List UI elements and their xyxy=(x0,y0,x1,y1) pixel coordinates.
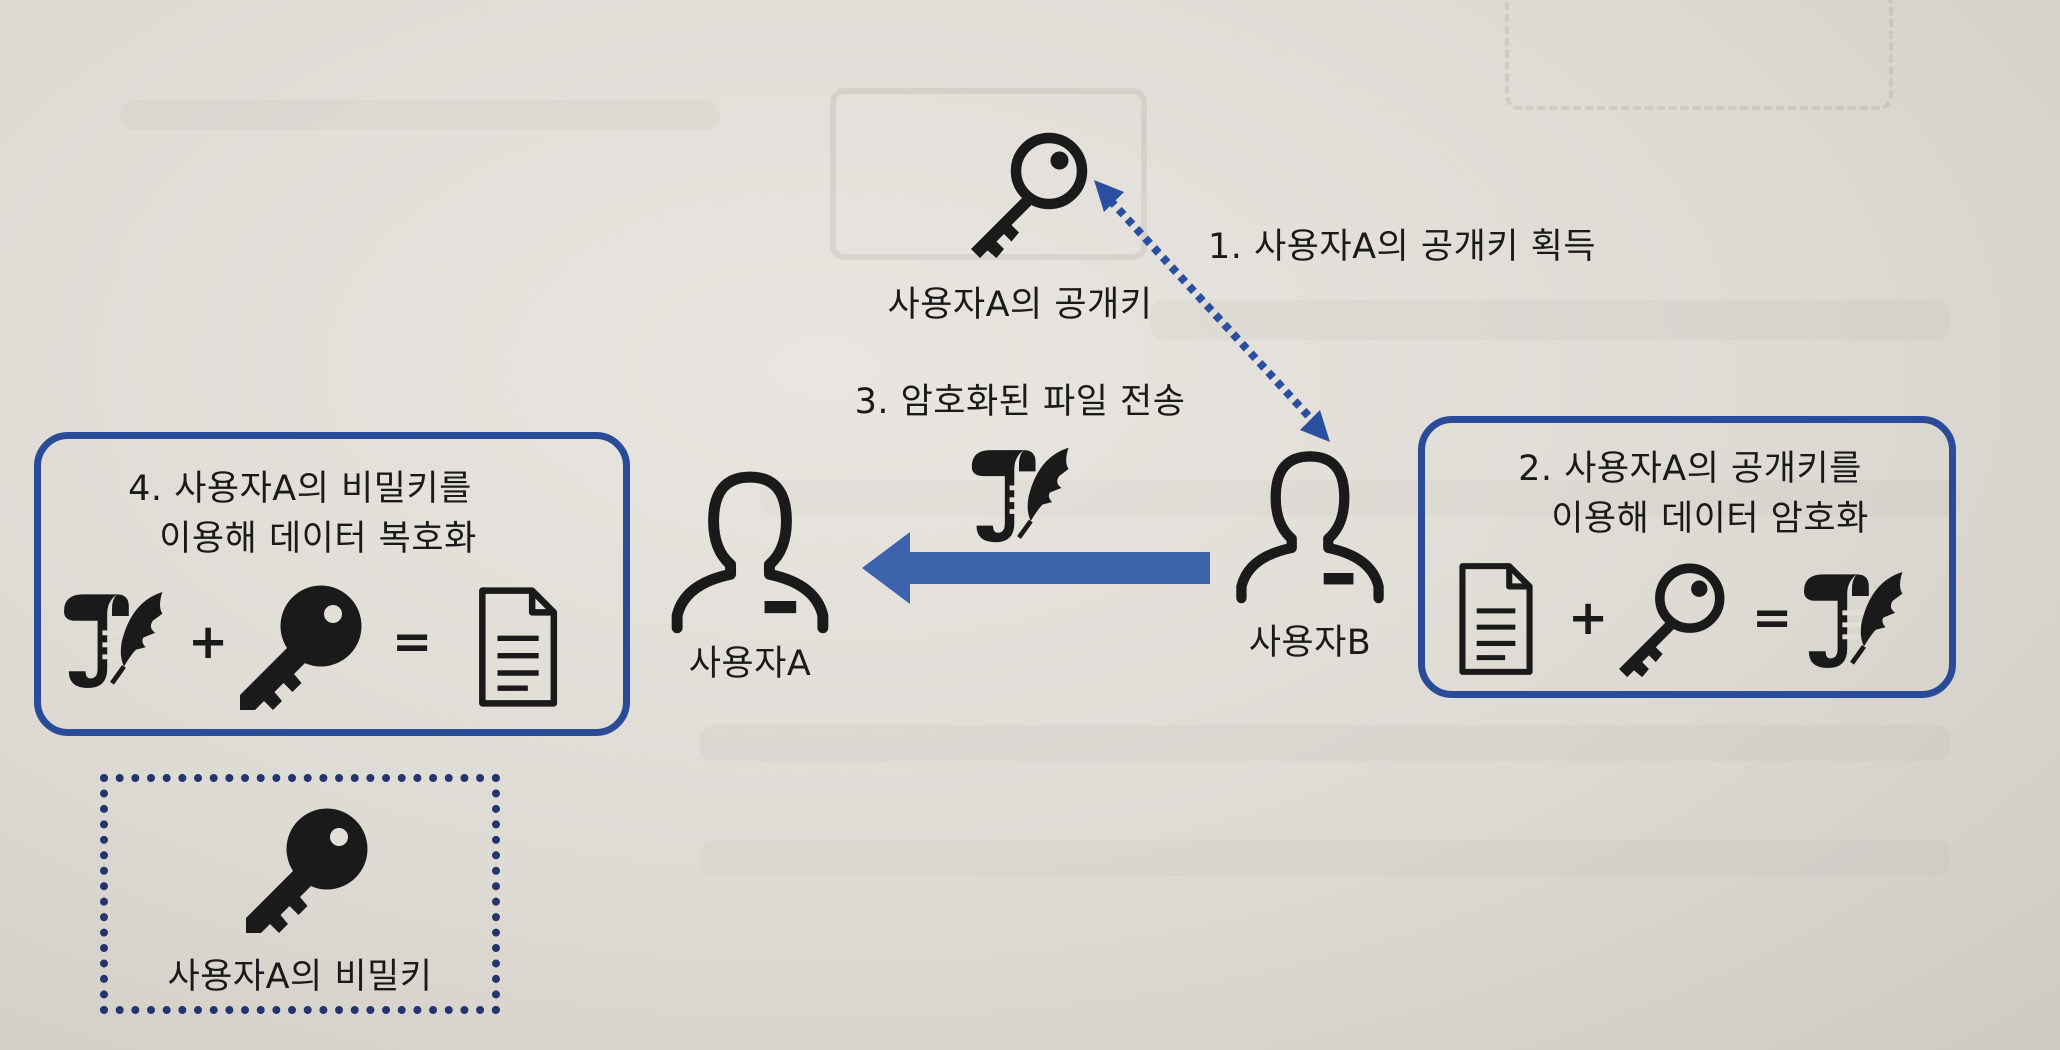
user-a-icon xyxy=(665,465,835,635)
private-key-dotted-box xyxy=(100,774,500,1014)
step3-label: 3. 암호화된 파일 전송 xyxy=(854,382,1186,422)
bleed-through-band xyxy=(700,725,1950,761)
step4-equals-operator: = xyxy=(392,614,433,670)
public-key-caption: 사용자A의 공개키 xyxy=(887,285,1153,325)
user-b-icon xyxy=(1230,445,1390,605)
bleed-through-frame xyxy=(1505,0,1893,110)
private-key-icon xyxy=(228,798,378,948)
bleed-through-band xyxy=(120,100,720,130)
step4-private-key-icon xyxy=(222,575,372,725)
step1-label: 1. 사용자A의 공개키 획득 xyxy=(1208,227,1597,267)
step4-decryption-box xyxy=(34,432,630,736)
step4-plus-operator: + xyxy=(188,614,229,670)
step4-document-icon xyxy=(458,582,576,712)
step2-plus-operator: + xyxy=(1568,590,1609,646)
step4-title-line2: 이용해 데이터 복호화 xyxy=(159,519,477,559)
step2-equals-operator: = xyxy=(1752,590,1793,646)
step1-dotted-arrow xyxy=(1080,170,1340,450)
step2-public-key-icon xyxy=(1600,552,1736,688)
bleed-through-band xyxy=(700,840,1950,876)
public-key-icon xyxy=(950,120,1100,270)
step2-title-line1: 2. 사용자A의 공개키를 xyxy=(1518,449,1862,489)
step2-encrypted-file-icon xyxy=(1792,560,1912,680)
step2-document-icon xyxy=(1440,558,1550,680)
step2-title-line2: 이용해 데이터 암호화 xyxy=(1551,499,1869,539)
step2-encryption-box xyxy=(1418,416,1956,698)
step4-title-line1: 4. 사용자A의 비밀키를 xyxy=(128,469,472,509)
user-a-name: 사용자A xyxy=(688,644,812,684)
user-b-name: 사용자B xyxy=(1248,623,1372,663)
bleed-through-band xyxy=(1150,300,1950,340)
step4-encrypted-file-icon xyxy=(52,580,172,700)
private-key-caption: 사용자A의 비밀키 xyxy=(167,957,433,997)
bleed-through-frame xyxy=(830,88,1147,260)
bleed-through-band xyxy=(760,480,1960,516)
step3-transfer-arrow xyxy=(862,532,1210,604)
